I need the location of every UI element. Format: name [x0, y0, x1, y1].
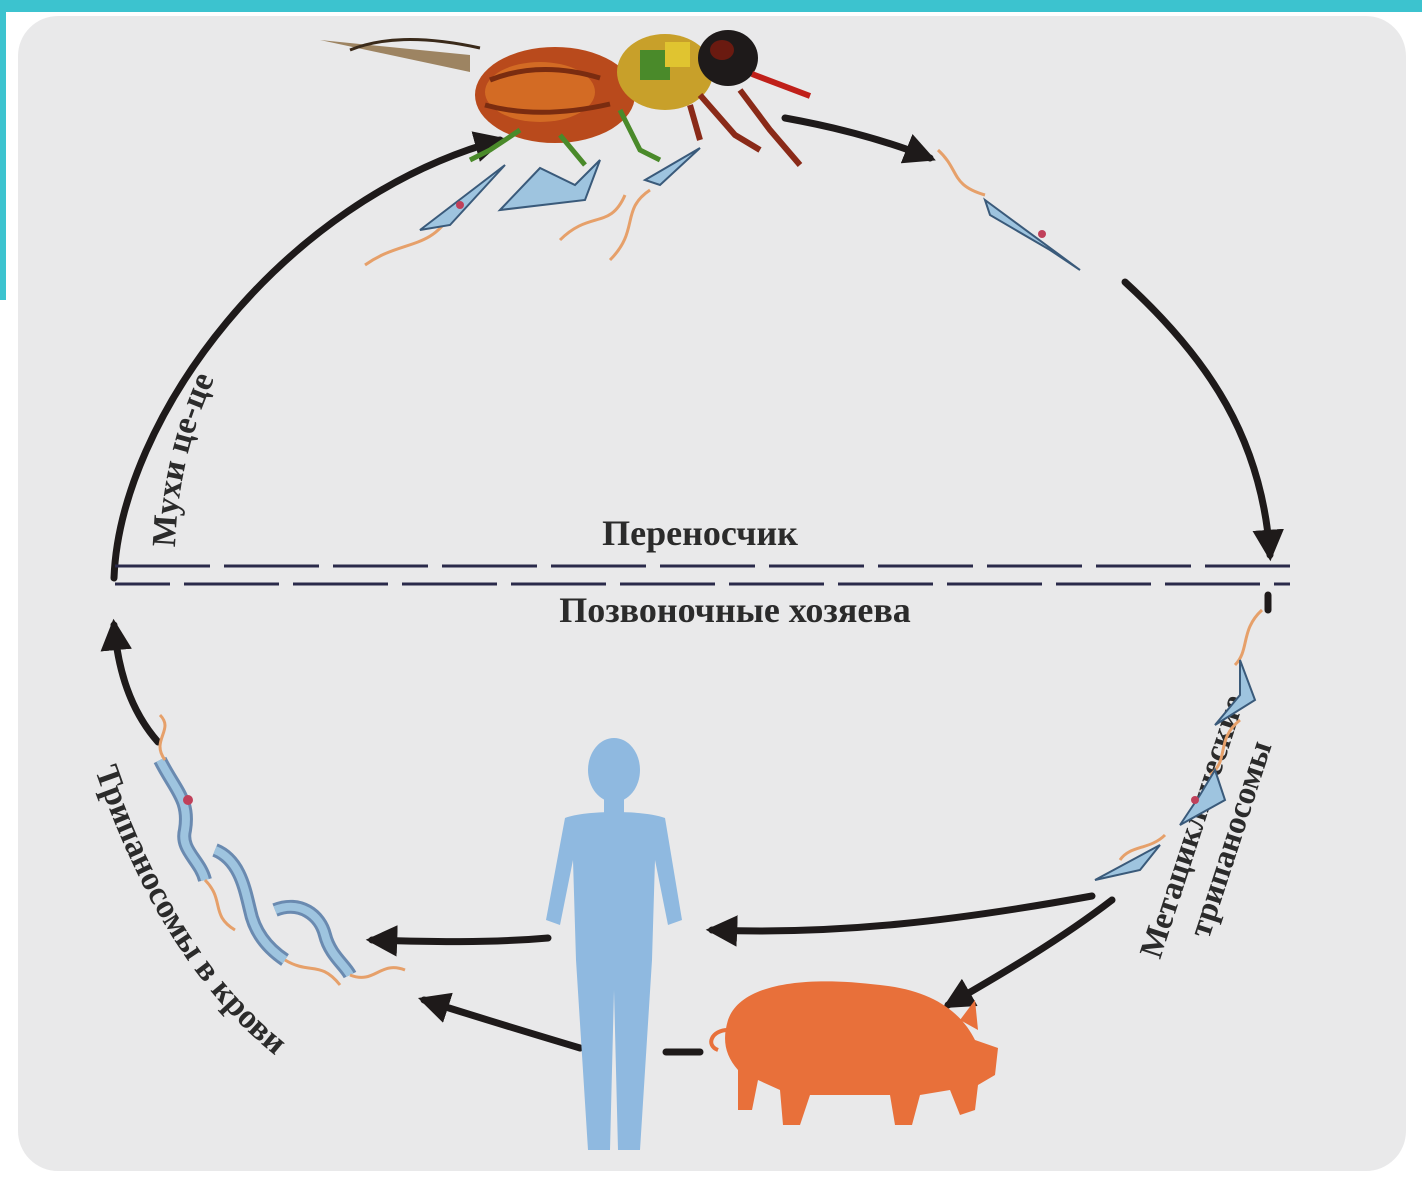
arrow-right-down	[1125, 282, 1270, 555]
tsetse-fly-icon	[320, 30, 810, 165]
vector-trypanosome	[938, 150, 1080, 270]
human-silhouette-icon	[546, 738, 682, 1150]
arrow-human-to-blood-2	[424, 1000, 580, 1048]
arrow-human-to-blood-1	[372, 938, 548, 942]
fly-label: Мухи це-це	[146, 367, 222, 548]
fly-label-text: Мухи це-це	[146, 367, 222, 548]
vector-label: Переносчик	[602, 513, 798, 553]
divider	[115, 566, 1290, 584]
arrow-meta-to-human	[712, 896, 1092, 931]
arrow-fly-right	[785, 118, 930, 158]
fly-trypanosomes	[365, 148, 700, 265]
meta-label: Метациклические трипаносомы	[1133, 691, 1290, 975]
arrow-left-up	[114, 625, 158, 742]
hosts-label: Позвоночные хозяева	[559, 590, 911, 630]
